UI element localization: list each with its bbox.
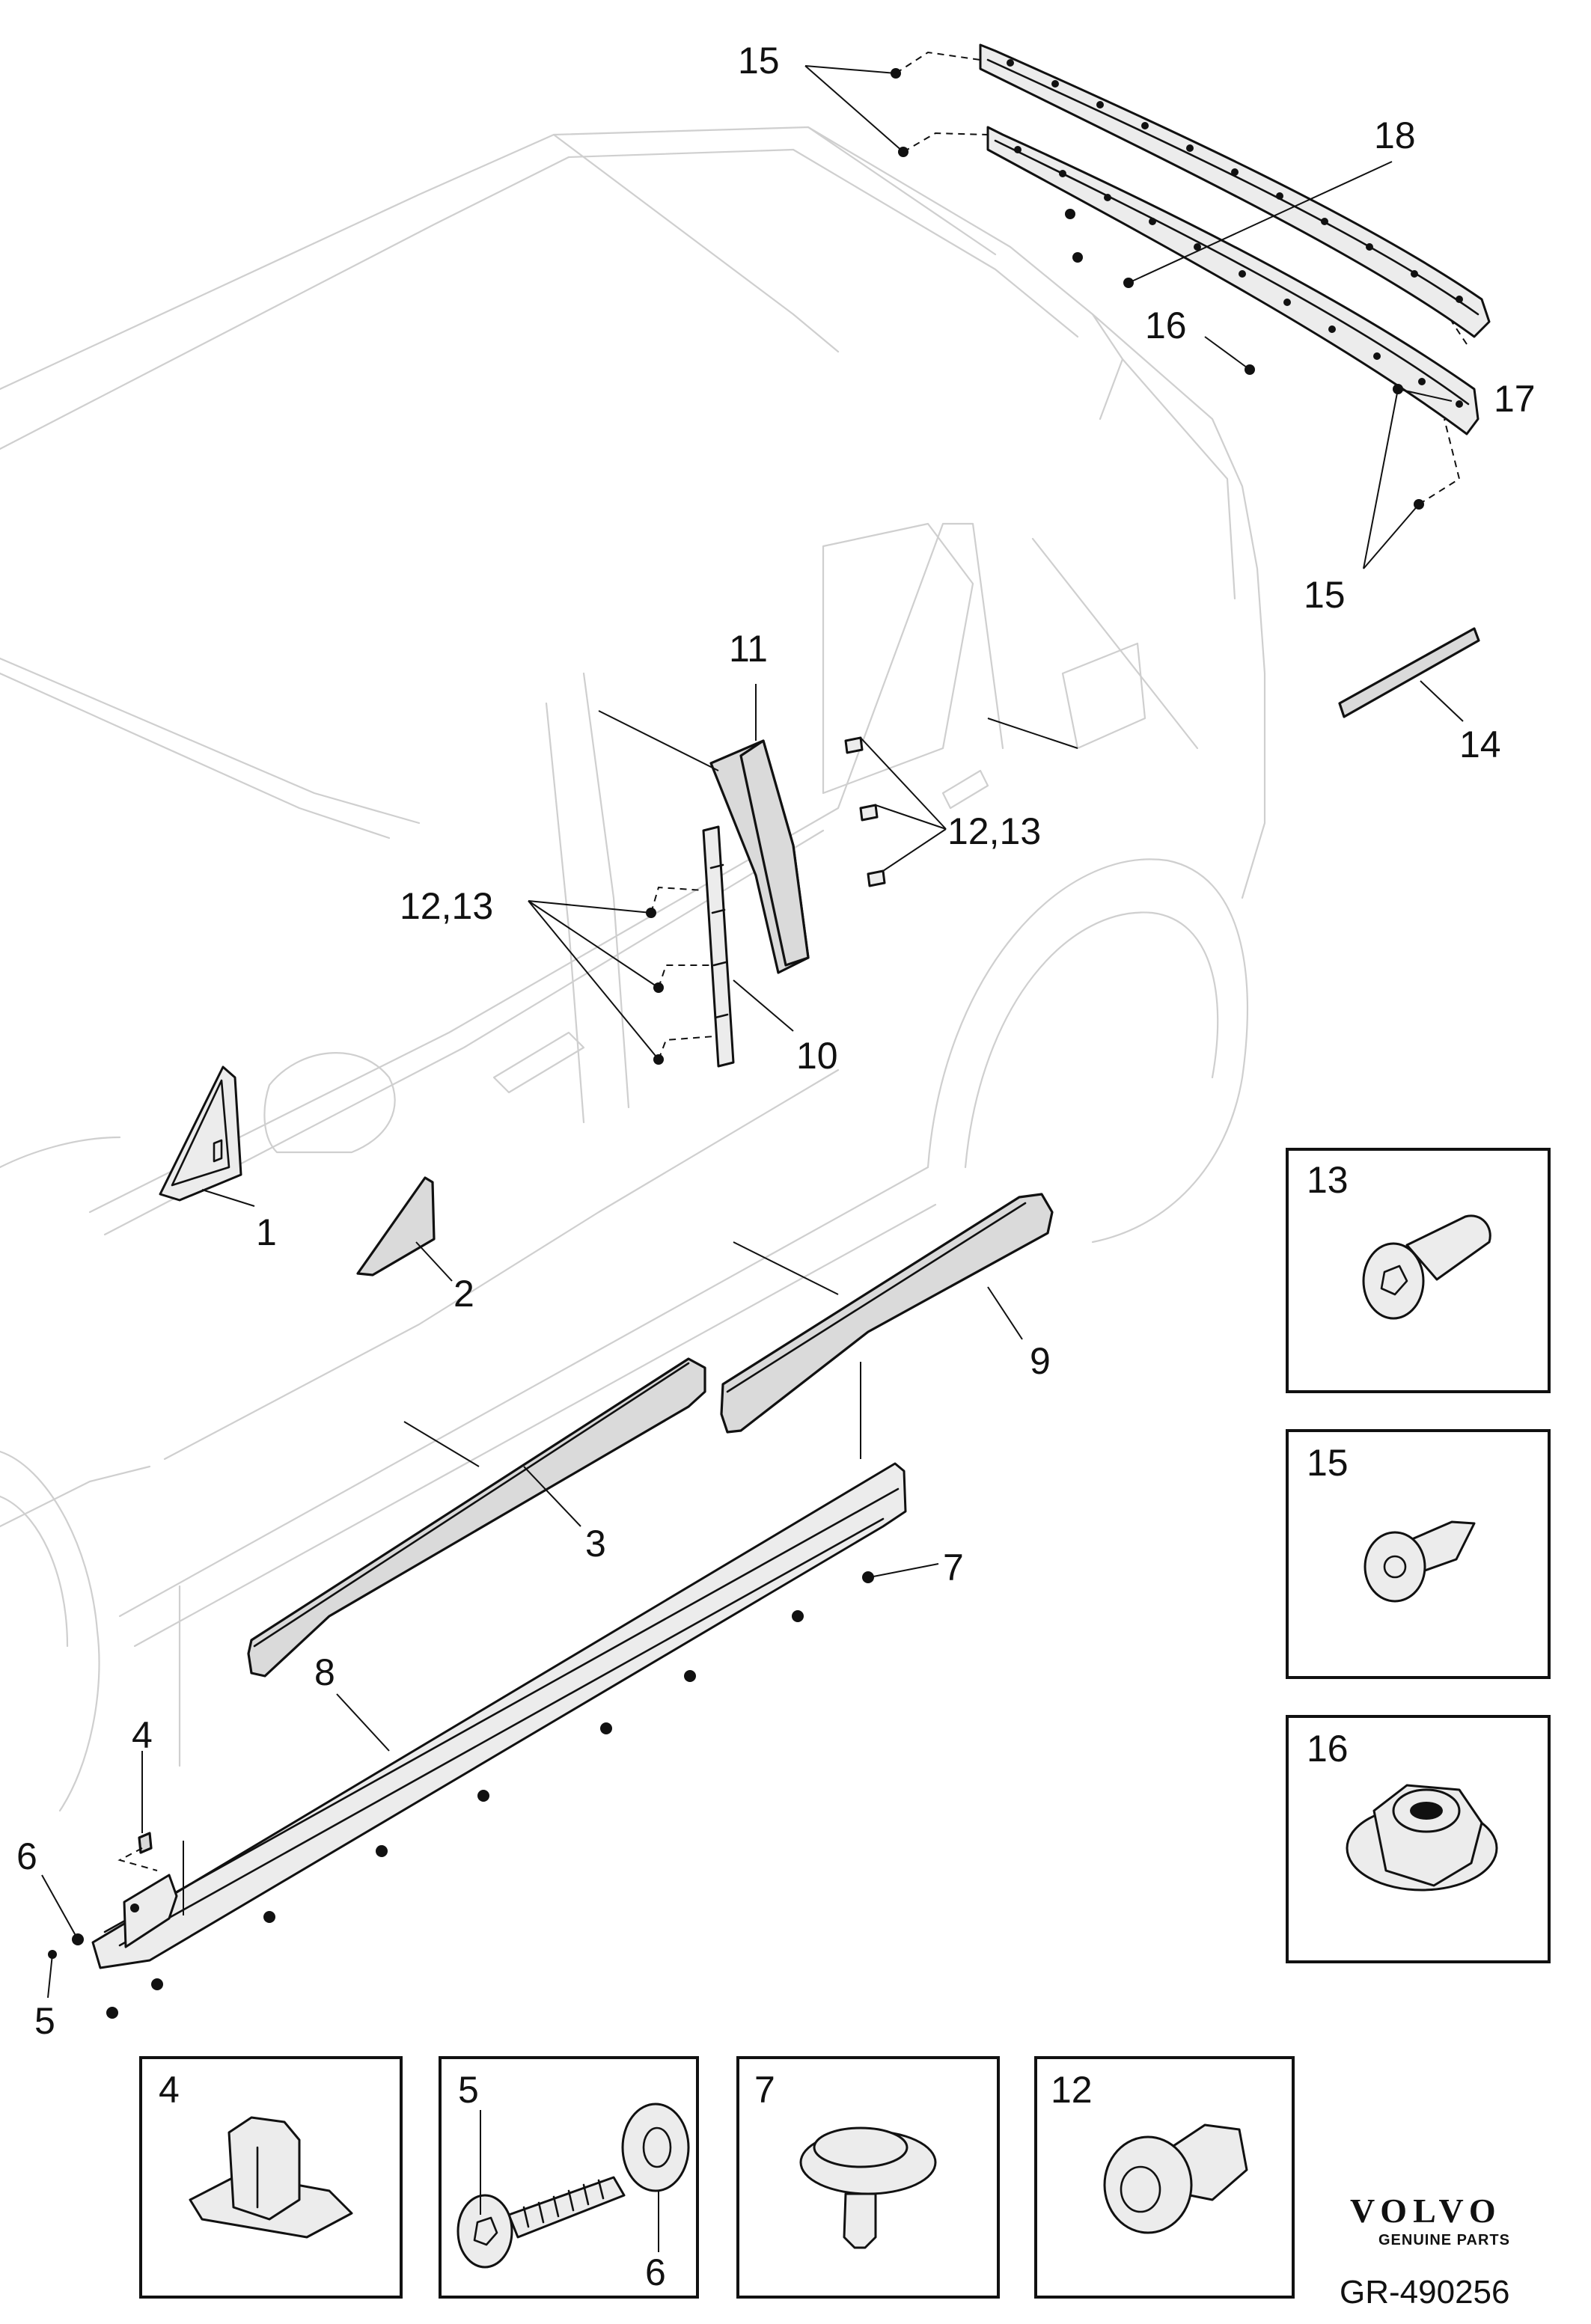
callout-12-13-left: 12,13 (400, 885, 493, 927)
inset-12-label: 12 (1051, 2069, 1093, 2111)
car-body-outline (0, 126, 1266, 1812)
callout-16: 16 (1145, 305, 1187, 346)
leader-lines (41, 65, 1464, 1999)
inset-7: 7 (736, 2056, 1000, 2299)
b-pillar-trim-11 (709, 739, 810, 974)
inset-12: 12 (1034, 2056, 1295, 2299)
mirror-triangle-trim-1 (159, 1065, 242, 1202)
inset-13-label: 13 (1307, 1159, 1349, 1201)
front-fixings (48, 1832, 184, 1959)
inset-4-label: 4 (159, 2069, 180, 2111)
callout-9: 9 (1030, 1340, 1051, 1382)
callout-18: 18 (1374, 114, 1416, 156)
roof-tape-14 (1338, 627, 1480, 718)
inset-15-label: 15 (1307, 1442, 1349, 1484)
roof-rail-18 (979, 43, 1491, 338)
callout-1: 1 (256, 1211, 277, 1253)
sill-moulding-8 (91, 1362, 907, 1969)
mirror-triangle-trim-2 (356, 1176, 436, 1276)
inset-15: 15 (1286, 1429, 1551, 1679)
callout-17: 17 (1494, 378, 1536, 420)
callout-3: 3 (585, 1523, 606, 1565)
callout-11: 11 (729, 628, 768, 670)
inset-7-label: 7 (754, 2069, 775, 2111)
callout-6: 6 (16, 1835, 37, 1877)
inset-4: 4 (139, 2056, 403, 2299)
callout-12-13-right: 12,13 (947, 810, 1041, 852)
b-pillar-fasteners (646, 736, 886, 1065)
brand-block: VOLVO GENUINE PARTS GR-490256 (1340, 2192, 1510, 2311)
inset-5-label: 5 (458, 2069, 479, 2111)
callout-8: 8 (314, 1651, 335, 1693)
front-door-moulding-3 (247, 1357, 706, 1678)
callout-15-top: 15 (738, 40, 780, 82)
callout-2: 2 (454, 1273, 474, 1315)
volvo-logo: VOLVO (1350, 2192, 1502, 2230)
sill-clips-7 (106, 1571, 874, 2019)
rear-door-moulding-9 (720, 1193, 1054, 1434)
inset-16-label: 16 (1307, 1728, 1349, 1770)
callout-15-right: 15 (1304, 574, 1346, 616)
inset-13: 13 (1286, 1148, 1551, 1393)
callout-4: 4 (132, 1714, 153, 1756)
reference-number: GR-490256 (1340, 2274, 1509, 2311)
inset-5-6: 5 6 (439, 2056, 699, 2299)
roof-rail-17 (986, 126, 1479, 435)
callout-5: 5 (34, 2000, 55, 2042)
callout-10: 10 (796, 1035, 838, 1077)
genuine-parts-label: GENUINE PARTS (1378, 2232, 1510, 2248)
b-pillar-trim-10 (702, 825, 735, 1068)
inset-6-label: 6 (645, 2251, 666, 2293)
callout-14: 14 (1459, 724, 1501, 765)
inset-16: 16 (1286, 1715, 1551, 1963)
callout-7: 7 (943, 1547, 964, 1588)
callout-labels: 15 18 16 17 15 14 11 12,13 12,13 10 1 2 … (16, 40, 1536, 2042)
